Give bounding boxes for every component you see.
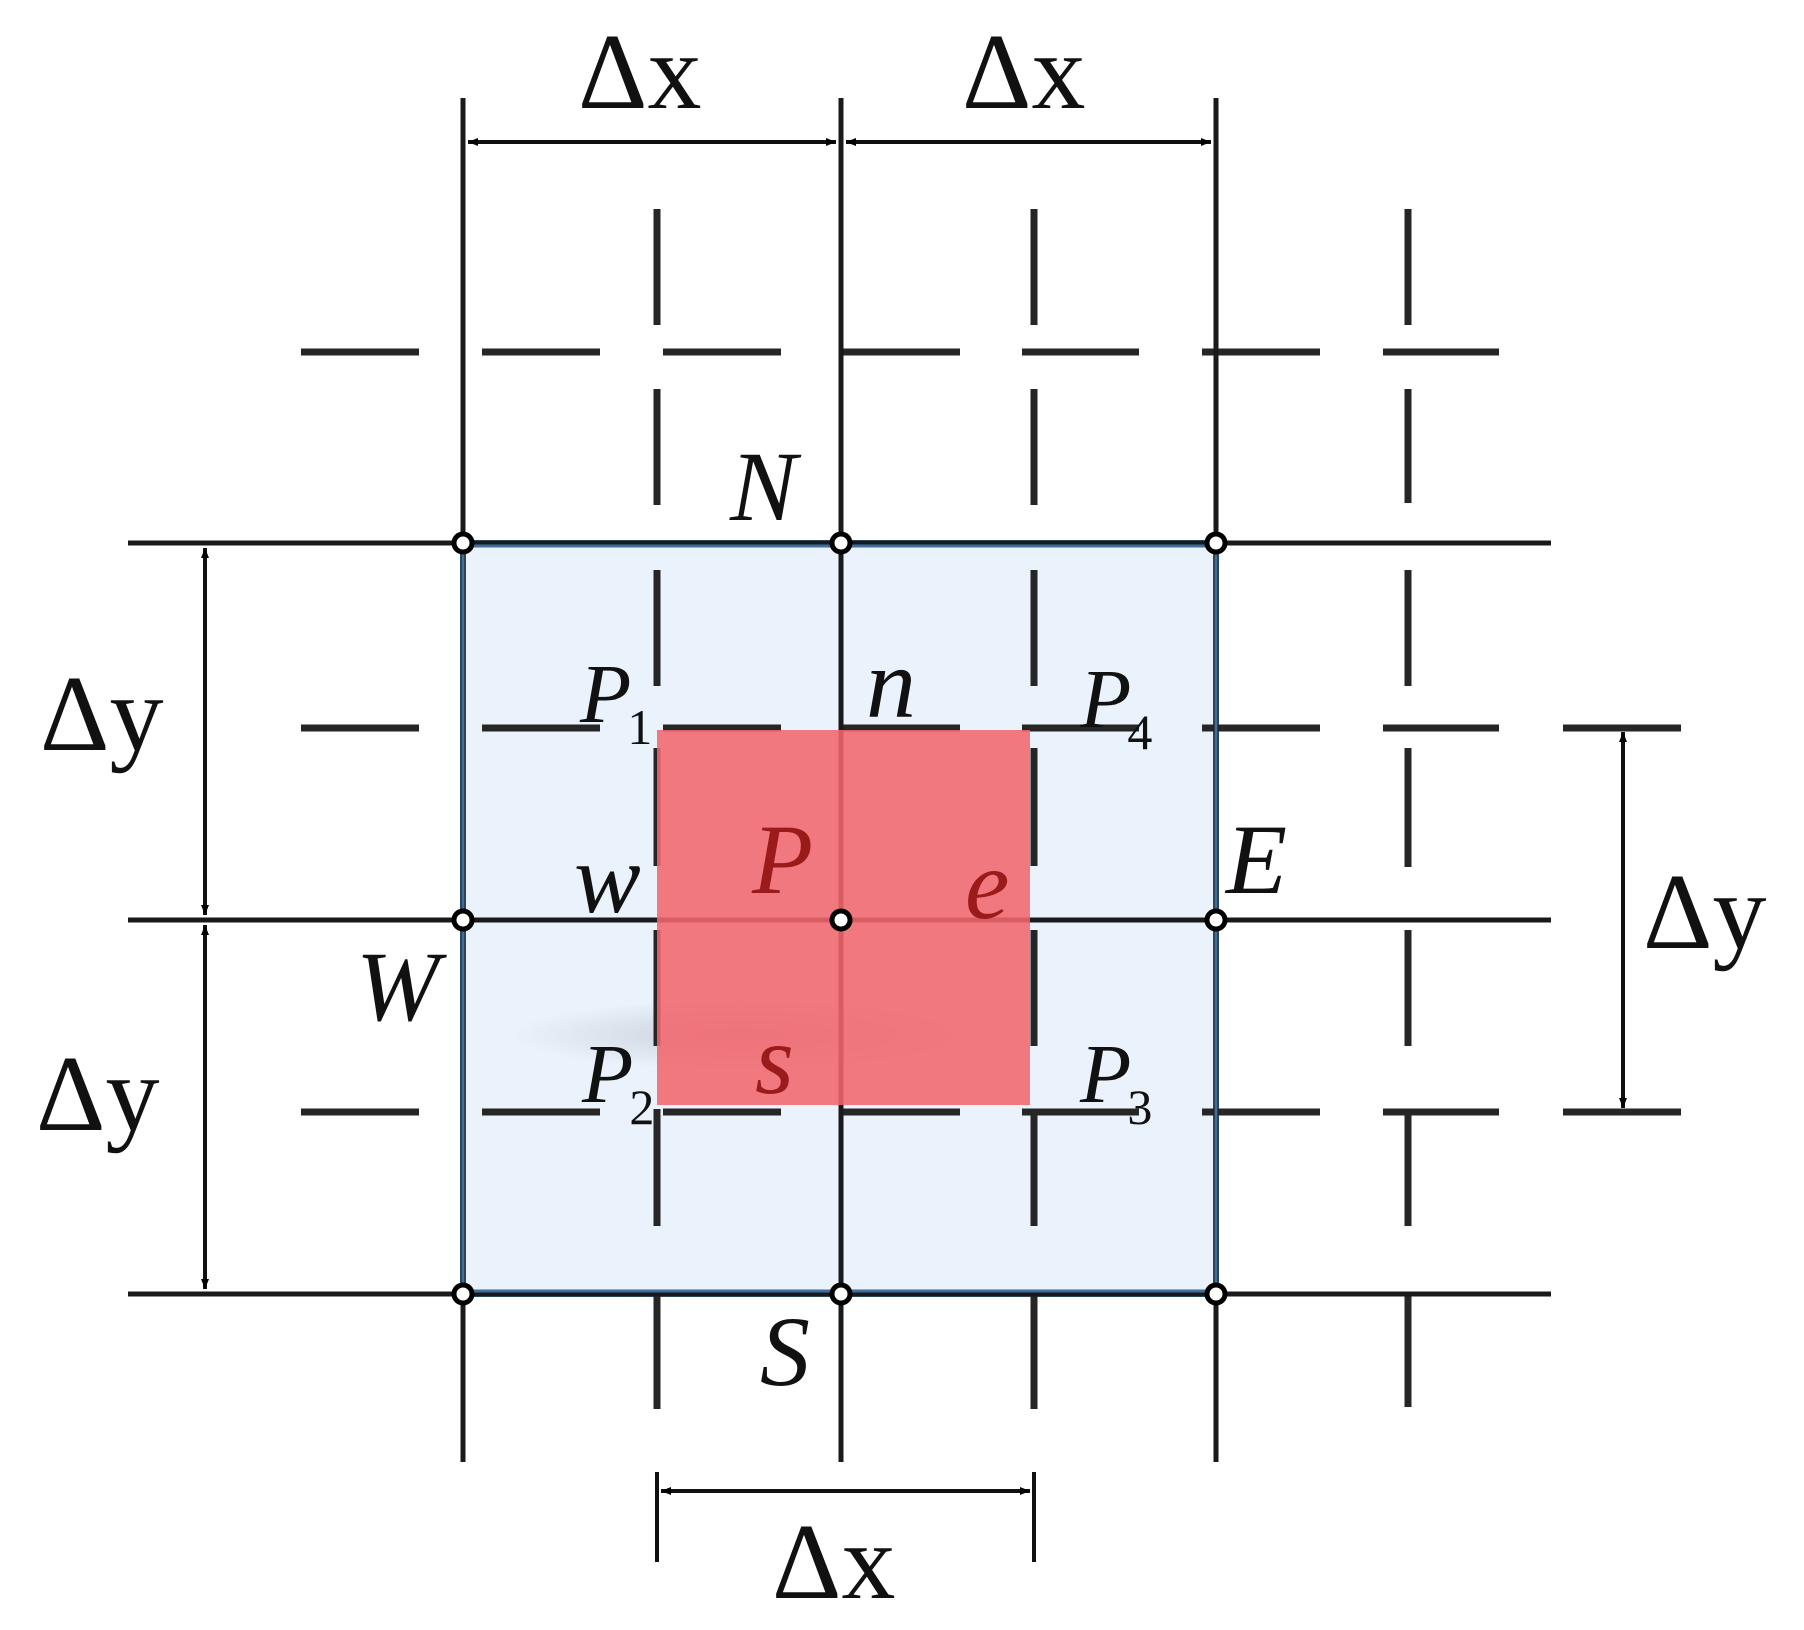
label-p4: P4	[1079, 653, 1152, 760]
label-node-e: E	[1224, 804, 1287, 915]
label-node-s: S	[760, 1296, 810, 1407]
label-node-p: P	[751, 804, 813, 915]
node-n	[829, 531, 853, 555]
label-right-dy: Δy	[1643, 853, 1766, 972]
label-face-e: e	[965, 829, 1009, 940]
label-left-upper-dy: Δy	[40, 655, 163, 774]
node-p	[829, 908, 853, 932]
label-p3: P3	[1079, 1028, 1152, 1135]
node-nw	[451, 531, 475, 555]
dimension-labels: Δx Δx Δy Δy Δy Δx	[36, 13, 1766, 1622]
label-p2: P2	[581, 1028, 654, 1135]
label-face-w: w	[574, 823, 641, 934]
label-top-right-dx: Δx	[962, 13, 1085, 132]
face-labels: n s w e	[574, 628, 1009, 1115]
label-bottom-dx: Δx	[772, 1503, 895, 1622]
label-p1: P1	[579, 648, 652, 755]
corner-labels: P1 P2 P3 P4	[579, 648, 1152, 1135]
node-sw	[451, 1282, 475, 1306]
node-s	[829, 1282, 853, 1306]
label-top-left-dx: Δx	[578, 13, 701, 132]
node-se	[1204, 1282, 1228, 1306]
label-face-n: n	[866, 628, 916, 739]
label-left-lower-dy: Δy	[36, 1035, 159, 1154]
label-node-w: W	[356, 931, 447, 1042]
node-e	[1204, 908, 1228, 932]
node-labels: N S W E P	[356, 431, 1287, 1407]
dimension-arrows	[201, 138, 1627, 1562]
node-w	[451, 908, 475, 932]
dashed-horizontal-lines	[301, 348, 1681, 1116]
label-node-n: N	[729, 431, 802, 542]
node-ne	[1204, 531, 1228, 555]
label-face-s: s	[755, 1004, 794, 1115]
grid-nodes	[451, 531, 1228, 1306]
